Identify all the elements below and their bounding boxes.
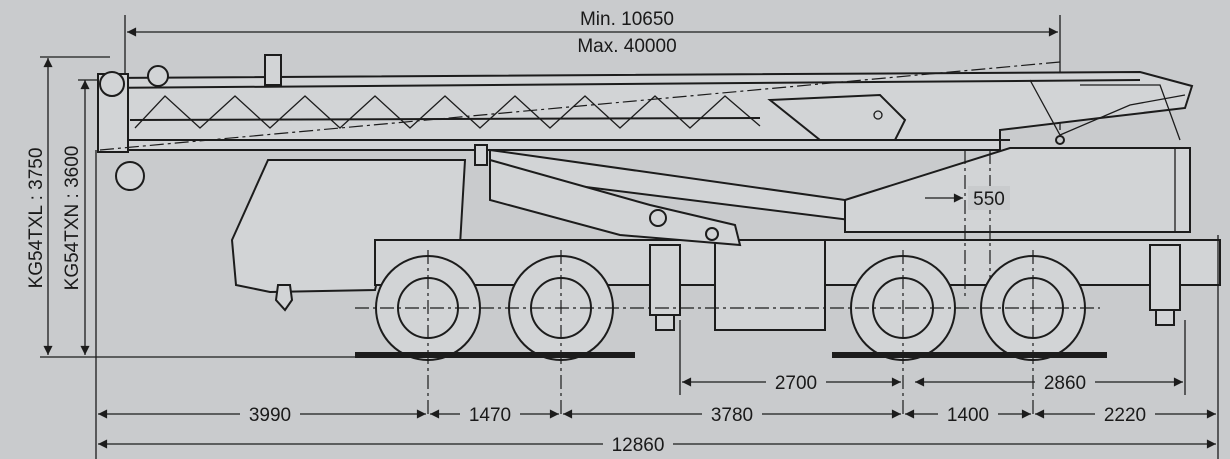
- carrier-chassis: [230, 144, 1221, 331]
- dim-3990-label: 3990: [249, 405, 291, 426]
- dim-overall-label: 12860: [612, 435, 665, 456]
- dim-2220-label: 2220: [1104, 405, 1146, 426]
- wheels: [355, 250, 1100, 415]
- dim-2700-label: 2700: [775, 373, 817, 394]
- dim-550-label: 550: [973, 189, 1005, 210]
- boom: [97, 54, 1194, 191]
- dim-2860-label: 2860: [1044, 373, 1086, 394]
- dimension-labels: Min. 10650 Max. 40000 KG54TXL : 3750 KG5…: [26, 9, 1155, 456]
- height-dimensions: [40, 56, 380, 358]
- min-length-label: Min. 10650: [580, 9, 674, 30]
- dim-3780-label: 3780: [711, 405, 753, 426]
- outriggers: [274, 244, 1181, 331]
- max-length-label: Max. 40000: [577, 36, 676, 57]
- height-txn-label: KG54TXN : 3600: [62, 146, 83, 291]
- height-txl-label: KG54TXL : 3750: [26, 148, 47, 289]
- dim-1400-label: 1400: [947, 405, 989, 426]
- ground-lines: [355, 352, 1107, 358]
- dim-1470-label: 1470: [469, 405, 511, 426]
